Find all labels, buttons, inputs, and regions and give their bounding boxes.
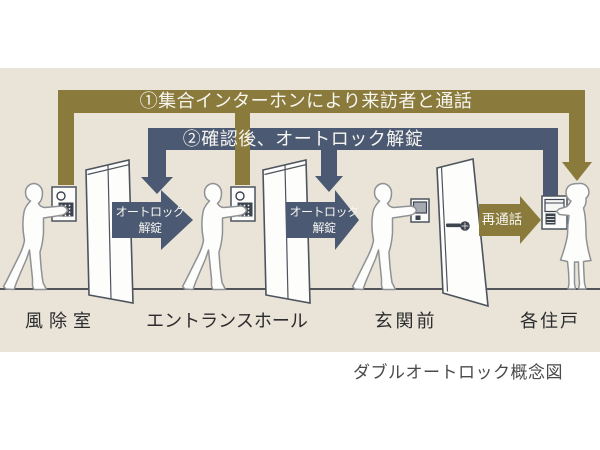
door-unit-entrance [436,157,489,308]
speaker-grill-icon [545,213,556,225]
station-label-entrance-hall: エントランスホール [146,311,308,331]
station-label-windbreak-room: 風除室 [25,311,97,331]
step1-down-arrow [562,162,592,181]
step1-banner [58,90,585,113]
unlock-arrow-1-line2: 解錠 [138,220,162,235]
unlock-arrow-2-line1: オートロック [289,205,359,219]
speaker-icon [56,191,66,201]
visitor-silhouette-front-door [351,182,418,291]
unlock-arrow-2-line2: 解錠 [312,220,336,235]
unlock-arrow-2-label: オートロック 解錠 [289,205,359,236]
unlock-arrow-1-line1: オートロック [115,205,185,219]
visitor-silhouette-windbreak [2,182,69,291]
unlock-arrow-1-label: オートロック 解錠 [115,205,185,236]
station-label-front-door: 玄関前 [374,311,438,331]
step1-banner-label: ①集合インターホンにより来訪者と通話 [139,91,473,111]
speaker-icon [235,191,245,201]
step2-down-arrow-2 [315,176,343,192]
diagram-caption: ダブルオートロック概念図 [353,363,563,382]
station-label-residence: 各住戸 [520,311,580,331]
unlock-arrow-1 [112,190,193,250]
step1-drop-line-2 [235,113,250,185]
door-windbreak-room [85,158,134,304]
doorbell-button-icon [415,215,421,220]
visitor-silhouette-entrance-hall [181,182,248,291]
recall-arrow [479,196,541,244]
step2-banner-label: ②確認後、オートロック解錠 [182,129,424,149]
door-handle-icon [446,223,461,228]
unlock-arrow-2 [286,190,359,250]
step1-flow [58,90,592,185]
step1-drop-line-1 [58,113,74,185]
step2-down-arrow-1 [141,177,173,194]
step2-flow [141,128,558,196]
recall-arrow-label: 再通話 [481,212,523,227]
resident-silhouette [555,182,592,290]
step2-banner [148,128,558,150]
step2-drop-line [543,150,558,196]
